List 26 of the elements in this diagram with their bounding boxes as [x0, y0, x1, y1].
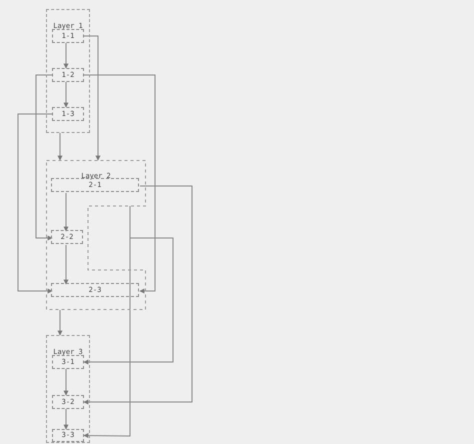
process-box: [51, 230, 83, 244]
process-box: [51, 178, 139, 192]
process-box: [52, 355, 84, 369]
arrow: [64, 192, 68, 232]
arrow: [36, 74, 53, 240]
process-box: [52, 29, 84, 43]
process-box: [52, 395, 84, 409]
arrow: [58, 132, 62, 161]
arrow: [64, 244, 68, 285]
arrow: [18, 114, 53, 294]
process-box: [52, 68, 84, 82]
process-box: [51, 283, 139, 297]
layer-group: [46, 160, 146, 310]
arrow: [64, 368, 68, 396]
arrow: [83, 186, 192, 404]
arrow: [64, 42, 68, 69]
layer-group: [46, 9, 90, 133]
process-box: [52, 429, 84, 442]
process-box: [52, 107, 84, 121]
arrow: [64, 82, 68, 108]
arrow: [64, 408, 68, 430]
arrow: [58, 310, 62, 336]
arrow: [84, 74, 156, 294]
arrow: [84, 36, 100, 161]
layer-group: [46, 335, 90, 443]
arrow: [83, 206, 130, 438]
